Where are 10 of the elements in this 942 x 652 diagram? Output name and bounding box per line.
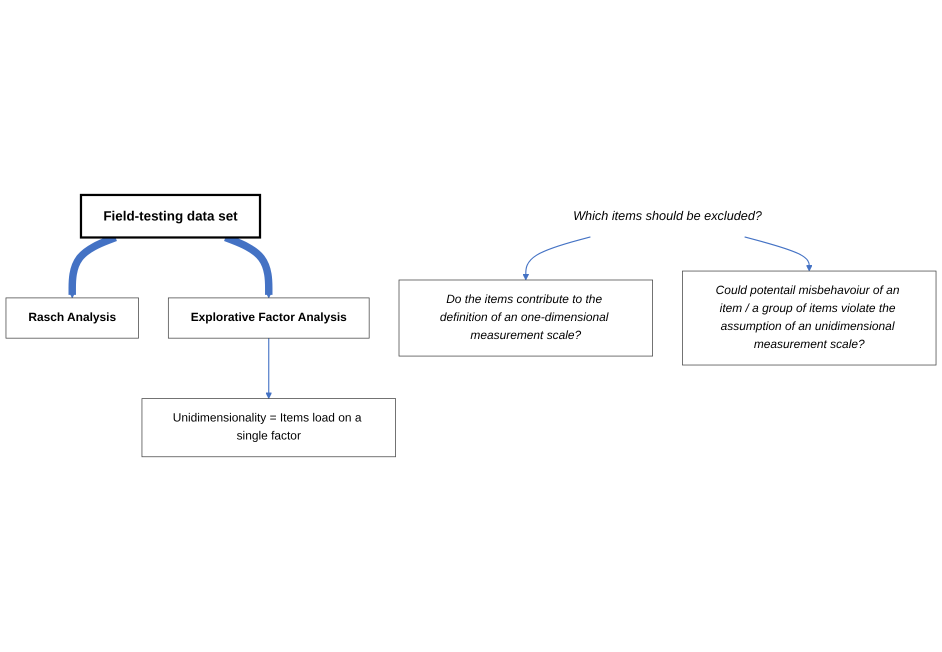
node-box: Could potentail misbehavoiur of an item / a group of items violate the assumption of an unidimensional measurement scale? [682,270,936,366]
arrow [265,338,272,400]
arrow [522,236,591,280]
node-box: Do the items contribute to the definition of an one-dimensional measurement scale? [398,280,653,357]
node-box: Rasch Analysis [6,298,139,339]
node-box: Unidimensionality = Items load on a single factor [142,398,396,458]
node-box: Explorative Factor Analysis [168,298,370,339]
arrow [744,236,813,272]
node-box: Field-testing data set [80,194,262,239]
node-text: Which items should be excluded? [573,209,762,224]
